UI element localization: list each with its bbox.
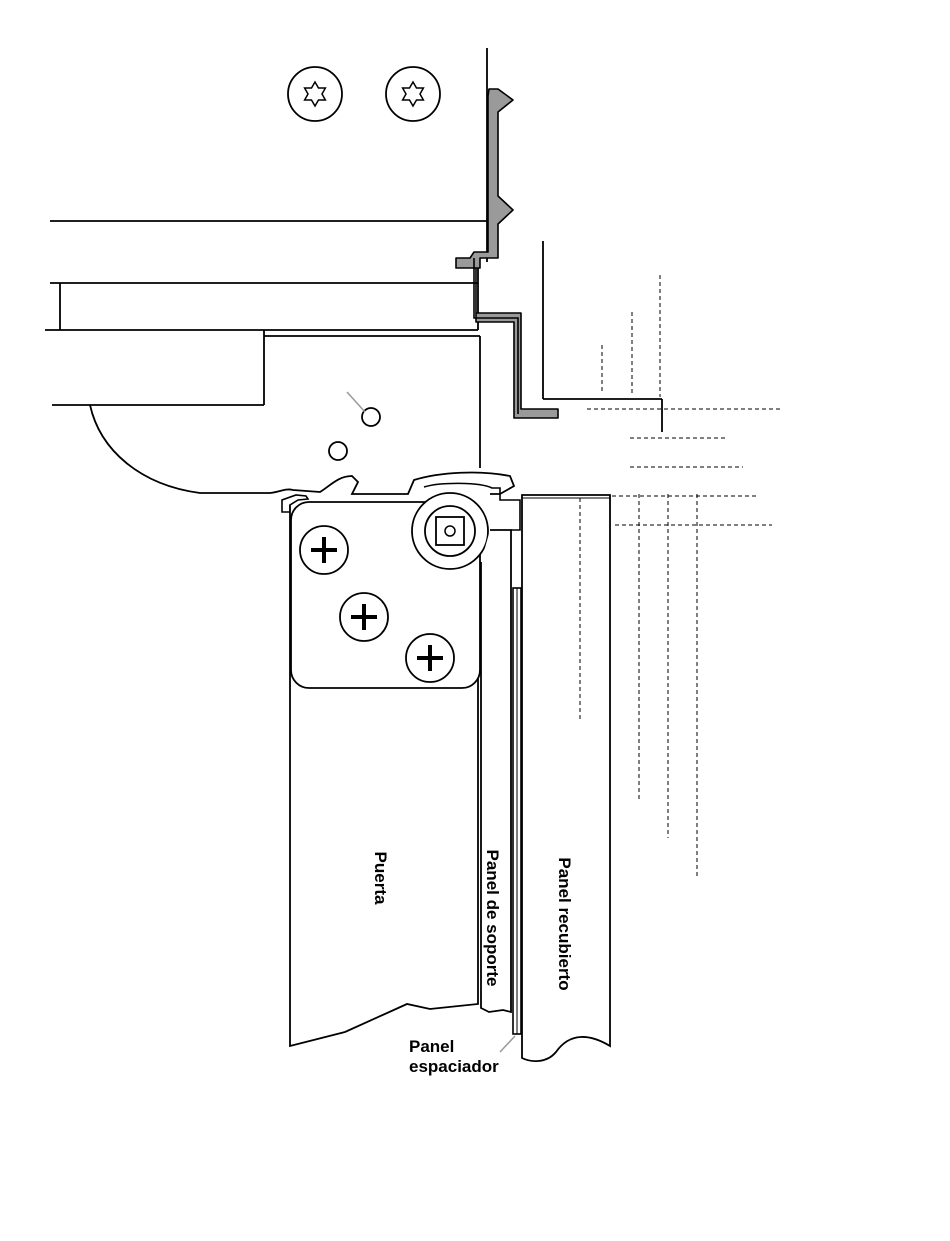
hinge-hole bbox=[329, 442, 347, 460]
spacer-panel-label-line2: espaciador bbox=[409, 1057, 499, 1076]
support-panel-label: Panel de soporte bbox=[483, 850, 502, 987]
phillips-screw-icon bbox=[406, 634, 454, 682]
torx-screw-icon bbox=[386, 67, 440, 121]
cabinet-side-wall bbox=[543, 241, 662, 432]
leader-line bbox=[500, 1036, 515, 1052]
hinge-body bbox=[90, 405, 514, 494]
spacer-panel-label-line1: Panel bbox=[409, 1037, 454, 1056]
leader-line bbox=[347, 392, 365, 412]
torx-screw-icon bbox=[288, 67, 342, 121]
square-pivot-icon bbox=[412, 493, 488, 569]
overlay-panel-label: Panel recubierto bbox=[555, 857, 574, 990]
phillips-screw-icon bbox=[300, 526, 348, 574]
phillips-screw-icon bbox=[340, 593, 388, 641]
door-label: Puerta bbox=[371, 852, 390, 905]
